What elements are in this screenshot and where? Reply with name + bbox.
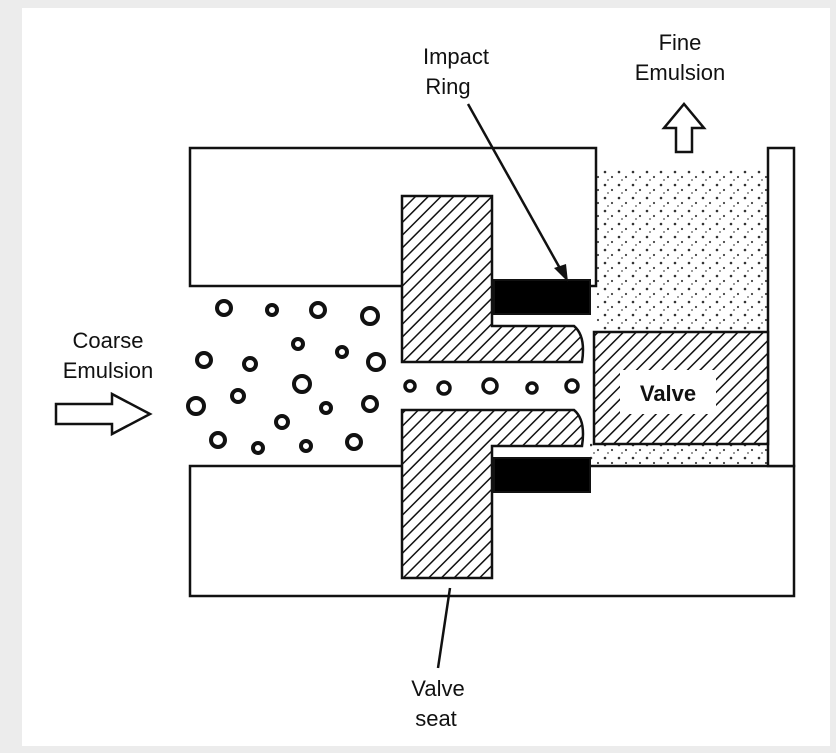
droplet	[291, 337, 305, 351]
inflow-arrow-icon	[54, 391, 153, 437]
droplet	[186, 396, 206, 416]
droplet	[319, 401, 333, 415]
valve-label: Valve	[640, 381, 696, 406]
droplet	[366, 352, 386, 372]
droplet	[436, 380, 452, 396]
droplet	[265, 303, 279, 317]
droplet	[230, 388, 246, 404]
valve-seat-lower	[400, 408, 585, 580]
gap-droplets	[403, 377, 580, 396]
upper-housing	[188, 146, 598, 288]
droplet	[292, 374, 312, 394]
impact-ring-lower	[493, 457, 591, 493]
impact-ring-label-1: Impact	[423, 44, 489, 69]
droplet	[525, 381, 539, 395]
outflow-arrow-icon	[661, 102, 707, 154]
droplet	[274, 414, 290, 430]
fine-emulsion-label-2: Emulsion	[635, 60, 725, 85]
coarse-emulsion-label-2: Emulsion	[63, 358, 153, 383]
impact-ring-label-2: Ring	[425, 74, 470, 99]
valve-seat-label-2: seat	[415, 706, 457, 731]
fine-emulsion-label-1: Fine	[659, 30, 702, 55]
droplet	[195, 351, 213, 369]
droplet	[209, 431, 227, 449]
droplet	[345, 433, 363, 451]
fine-emulsion-region	[596, 168, 768, 330]
outer-wall	[766, 146, 796, 468]
droplet	[564, 378, 580, 394]
droplet	[215, 299, 233, 317]
droplet	[360, 306, 380, 326]
valve-seat-label-1: Valve	[411, 676, 464, 701]
droplet	[481, 377, 499, 395]
droplet	[335, 345, 349, 359]
droplet	[403, 379, 417, 393]
droplet	[299, 439, 313, 453]
impact-ring-upper	[493, 279, 591, 315]
valve-seat-leader	[436, 587, 452, 669]
impact-ring-leader-arrowhead	[554, 264, 568, 282]
droplet	[242, 356, 258, 372]
droplet	[309, 301, 327, 319]
coarse-emulsion-label-1: Coarse	[73, 328, 144, 353]
valve-label-box	[620, 370, 716, 414]
impact-ring-leader	[466, 103, 564, 273]
valve-seat-upper	[400, 194, 585, 364]
droplet	[251, 441, 265, 455]
droplet	[361, 395, 379, 413]
coarse-droplets	[186, 299, 386, 455]
